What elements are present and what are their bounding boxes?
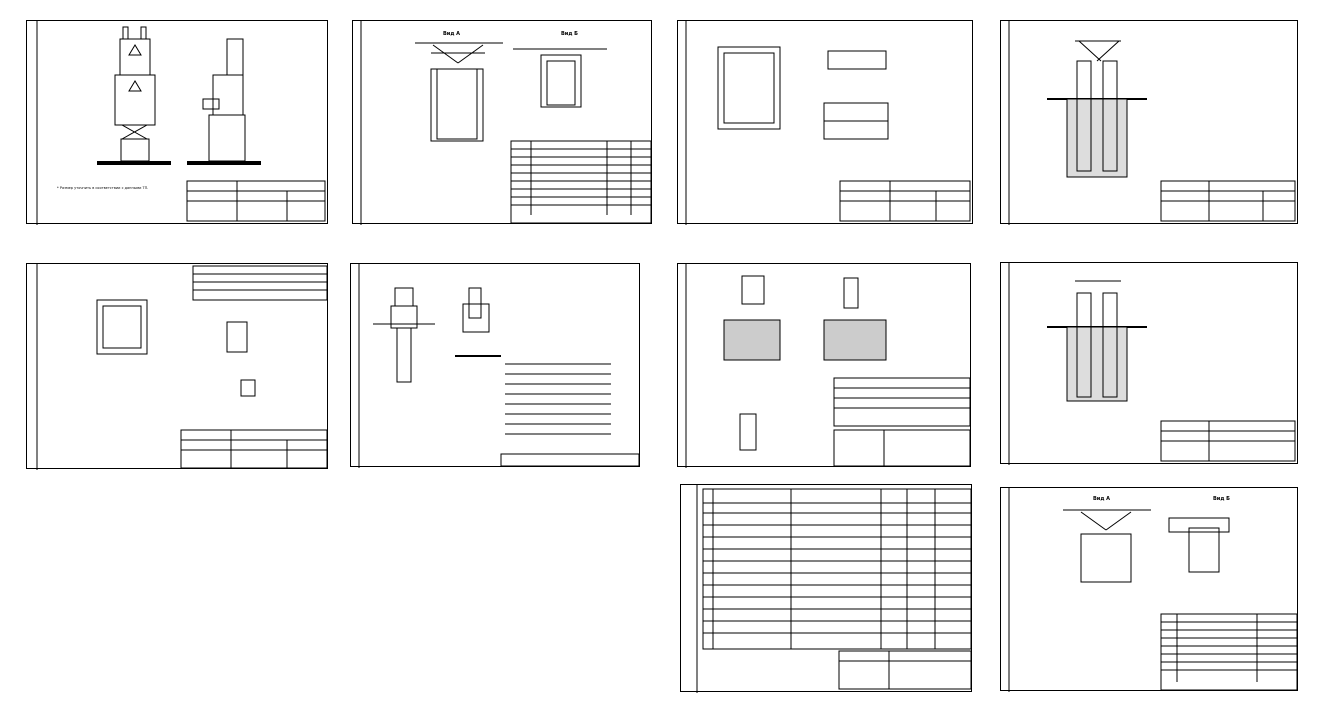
- drawing-sheet-3[interactable]: [677, 20, 973, 225]
- sheet-4-graphics: [1008, 21, 1296, 225]
- drawing-sheet-10[interactable]: Вид А Вид Б: [1000, 487, 1298, 692]
- view-a-label: Вид А: [443, 31, 460, 37]
- sheet-8-graphics: [1008, 263, 1296, 465]
- sheet-3-graphics: [685, 21, 971, 225]
- sheet-2-graphics: Вид А Вид Б: [360, 21, 652, 225]
- drawing-sheet-1[interactable]: * Размер уточнить в соответствии с данны…: [26, 20, 328, 225]
- drawing-sheet-7[interactable]: [677, 263, 971, 468]
- view-b-label-2: Вид Б: [1213, 496, 1230, 502]
- drawing-sheet-6[interactable]: [350, 263, 640, 468]
- drawing-sheet-2[interactable]: Вид А Вид Б: [352, 20, 652, 225]
- svg-text:* Размер уточнить в соответств: * Размер уточнить в соответствии с данны…: [57, 186, 148, 190]
- drawing-sheet-5[interactable]: [26, 263, 328, 470]
- drawing-sheet-4[interactable]: [1000, 20, 1298, 225]
- view-b-label: Вид Б: [561, 31, 578, 37]
- drawing-sheet-9[interactable]: [680, 484, 972, 693]
- sheet-1-graphics: * Размер уточнить в соответствии с данны…: [36, 21, 326, 225]
- sheet-5-graphics: [36, 264, 328, 470]
- view-a-label-2: Вид А: [1093, 496, 1110, 502]
- sheet-7-graphics: [685, 264, 971, 468]
- sheet-6-graphics: [358, 264, 640, 468]
- sheet-10-graphics: Вид А Вид Б: [1008, 488, 1298, 692]
- sheet-9-graphics: [696, 485, 972, 693]
- drawing-sheet-8[interactable]: [1000, 262, 1298, 465]
